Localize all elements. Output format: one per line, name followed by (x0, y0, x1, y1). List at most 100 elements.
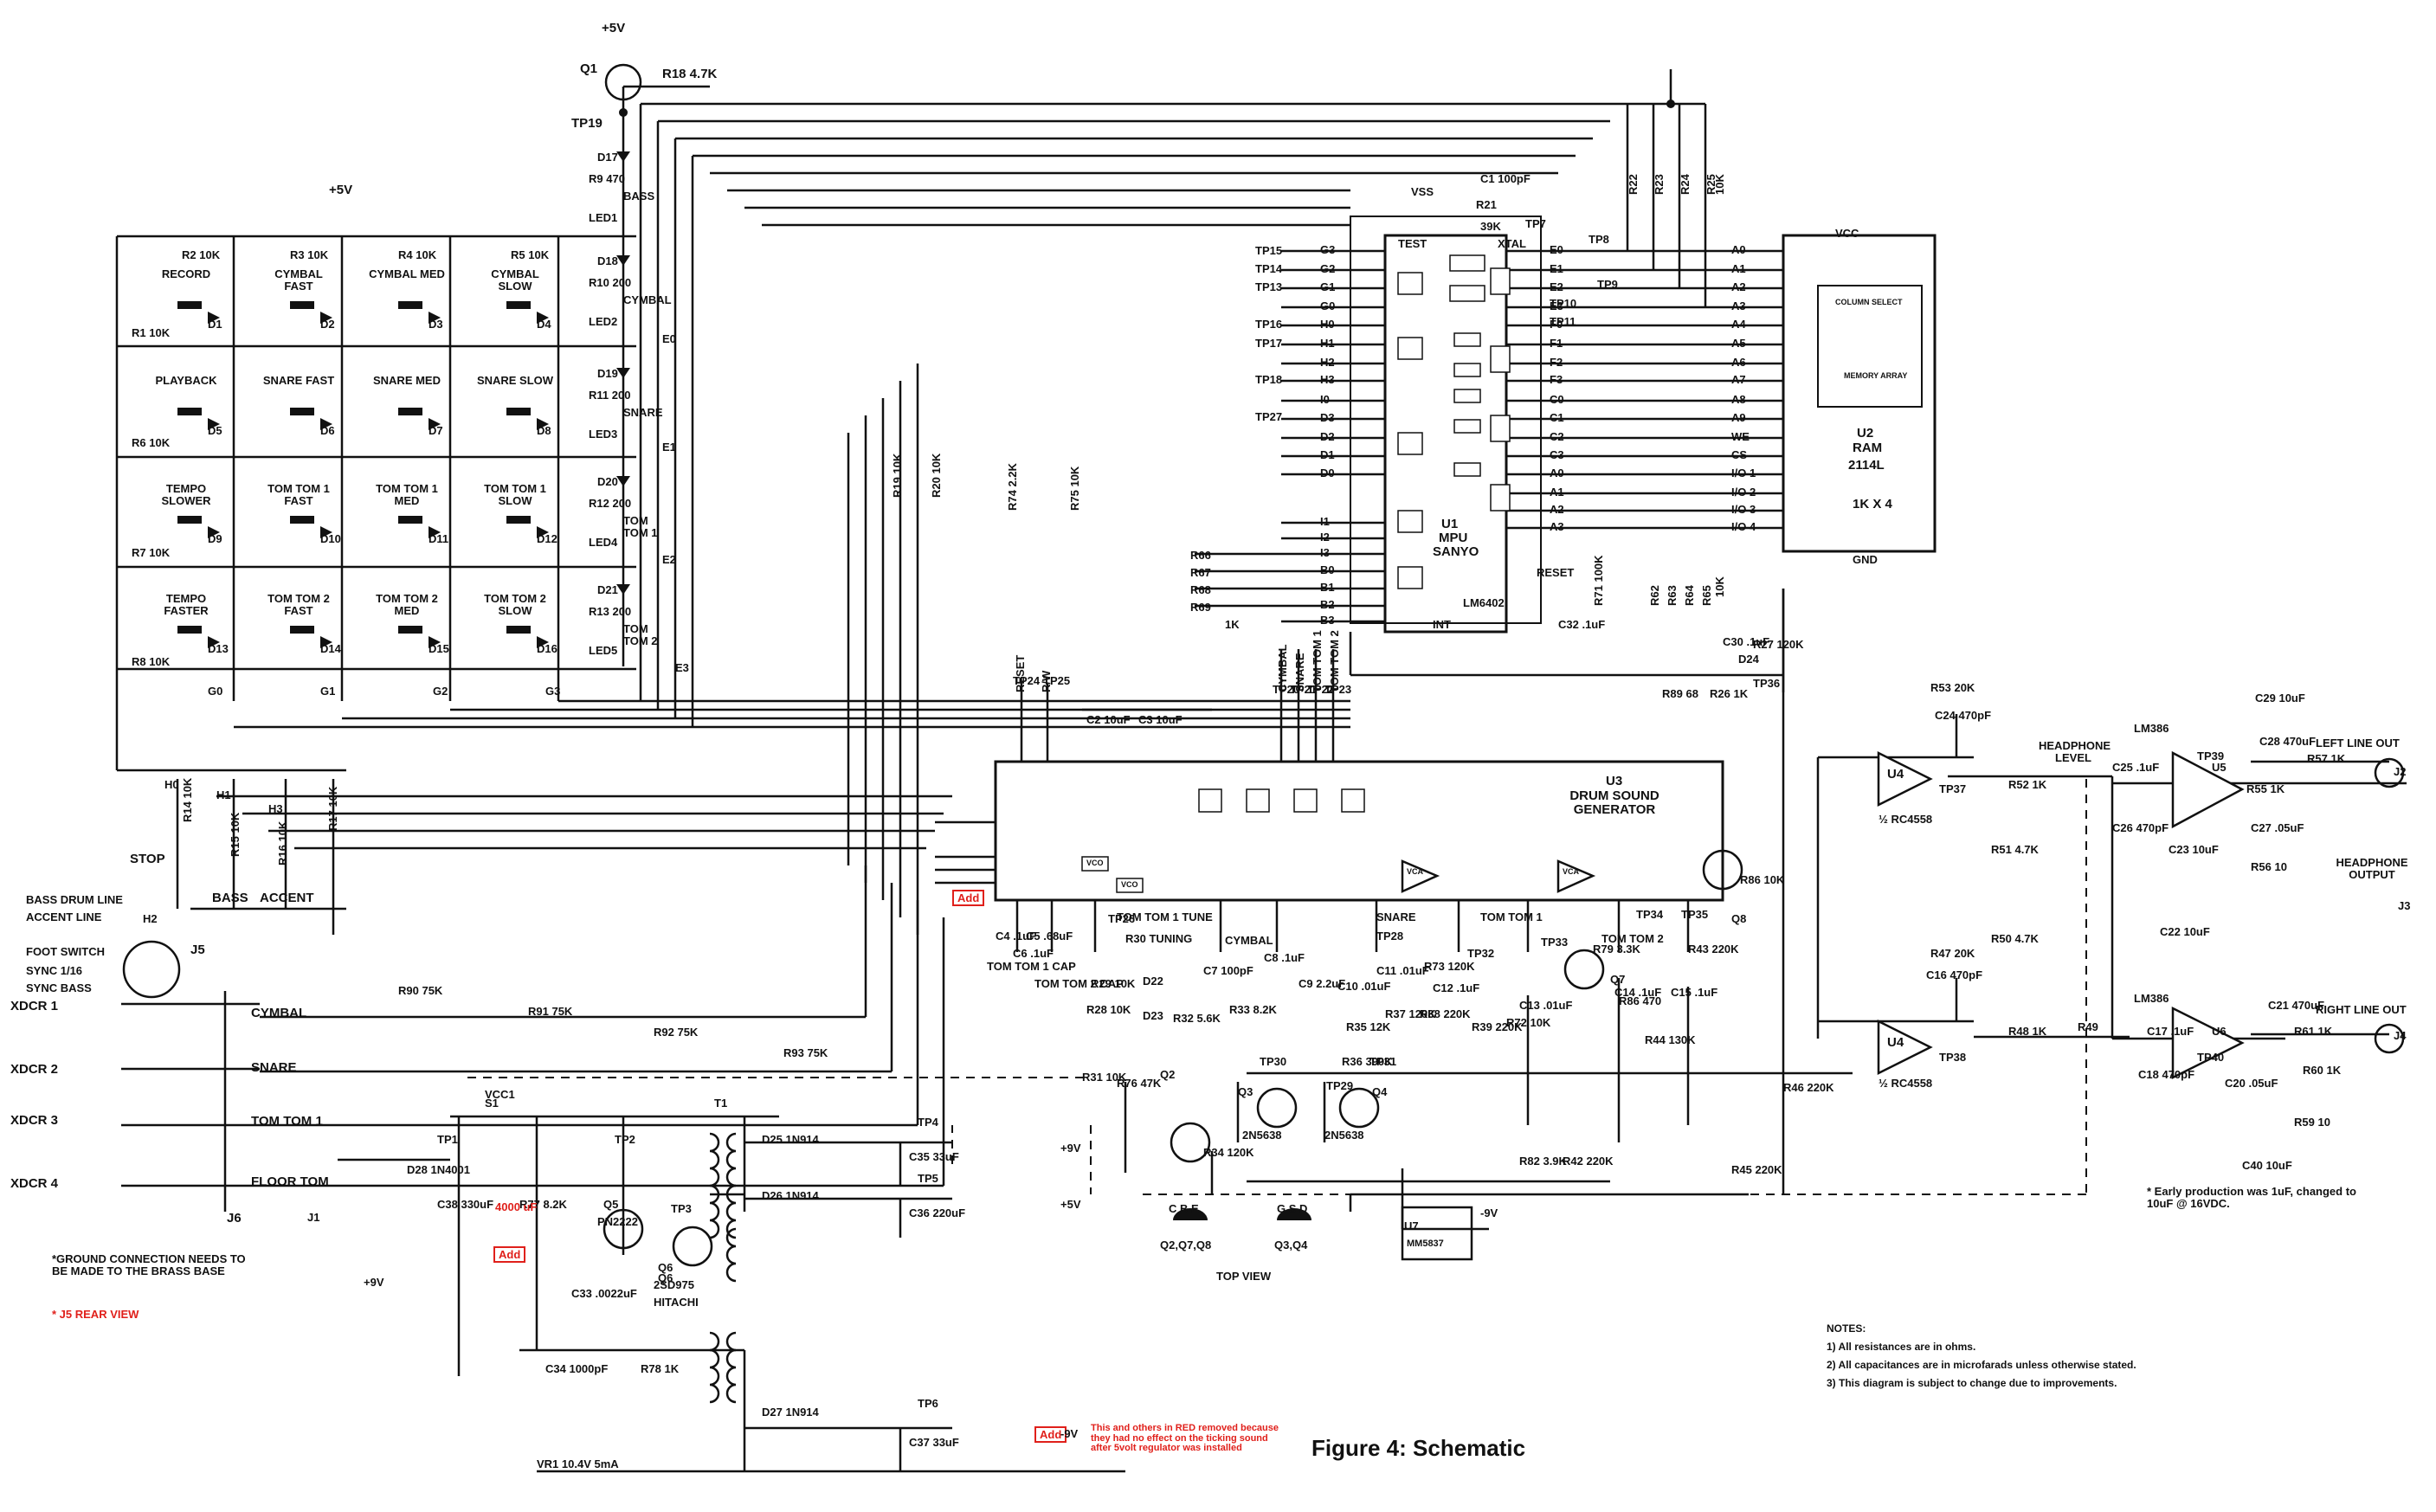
testpoint-tp34: TP34 (1636, 908, 1664, 921)
mpu-pin-left-4: H0 (1320, 318, 1335, 331)
testpoint-tp17: TP17 (1255, 337, 1283, 350)
q4-transistor (1338, 1087, 1380, 1129)
mpu-maker: SANYO (1433, 544, 1479, 559)
ram-pin-6: A6 (1731, 356, 1746, 369)
testpoint-tp27: TP27 (1255, 410, 1283, 423)
testpoint-tp39: TP39 (2197, 750, 2225, 762)
led-diode-2: D19 (597, 367, 618, 380)
mpu-pin-right-13: A1 (1550, 486, 1564, 499)
key-label-0-2: CYMBAL MED (369, 267, 445, 280)
mpu-pin-right-12: A0 (1550, 466, 1564, 479)
u3-part-5: C7 100pF (1203, 964, 1253, 977)
led-name-3: TOM TOM 1 (623, 514, 658, 539)
led-symbol-2 (616, 368, 630, 378)
mpu-pin-left-6: H2 (1320, 356, 1335, 369)
testpoint-tp10: TP10 (1550, 297, 1577, 310)
power-rail-0: +9V (1060, 1142, 1081, 1155)
testpoint-tp9: TP9 (1597, 278, 1618, 291)
diode-symbol-3-0 (208, 636, 220, 648)
output-part-18: R61 1K (2294, 1025, 2333, 1038)
q8-transistor (1702, 849, 1743, 891)
analog-part-13: R42 220K (1563, 1155, 1614, 1168)
j6-label: J6 (227, 1211, 242, 1226)
u3-part-21: R38 220K (1420, 1007, 1471, 1020)
psu-part-3: C38 330uF (437, 1198, 494, 1211)
mpu-pin-right-8: C0 (1550, 393, 1564, 406)
output-part-20: R59 10 (2294, 1116, 2330, 1129)
ram-chip (1782, 234, 1937, 553)
key-label-3-3: TOM TOM 2 SLOW (484, 592, 546, 617)
accent-line: ACCENT LINE (26, 910, 102, 923)
psu-part-19: R78 1K (641, 1362, 680, 1375)
reset-part-6: 10K (1713, 576, 1726, 597)
q3-transistor (1256, 1087, 1298, 1129)
ram-pin-3: A3 (1731, 299, 1746, 312)
testpoint-tp38: TP38 (1939, 1051, 1967, 1064)
drum-line-cymbal: CYMBAL (251, 1006, 307, 1020)
u5-amp (2171, 750, 2245, 829)
stop-switch: STOP (130, 852, 165, 866)
xdcr1: XDCR 1 (10, 999, 59, 1013)
mpu-pin-right-15: A3 (1550, 520, 1564, 533)
u3-block-0: VCO (1086, 859, 1104, 867)
testpoint-tp20: TP20 (1273, 683, 1300, 696)
key-diode-3-1: D14 (320, 642, 341, 655)
ram-name: RAM (1853, 441, 1883, 455)
psu-part-18: C34 1000pF (545, 1362, 609, 1375)
ground-note: *GROUND CONNECTION NEEDS TO BE MADE TO T… (52, 1252, 246, 1277)
output-part-11: R56 10 (2251, 860, 2287, 873)
key-switch-0-1 (290, 301, 314, 309)
psu-part-12: D25 1N914 (762, 1133, 819, 1146)
ram-part: 2114L (1848, 458, 1885, 473)
col-r3: R4 10K (398, 248, 437, 261)
u3-part-9: C11 .01uF (1376, 964, 1429, 977)
sync-bass: SYNC BASS (26, 981, 92, 994)
jack-label-2: HEADPHONE OUTPUT (2336, 856, 2408, 881)
testpoint-tp11: TP11 (1550, 315, 1576, 328)
analog-part-6: 2N5638 (1242, 1129, 1282, 1142)
testpoint-tp5: TP5 (918, 1172, 938, 1185)
psu-part-7: Q6 (658, 1261, 673, 1274)
diode-symbol-3-3 (537, 636, 549, 648)
key-label-3-1: TOM TOM 2 FAST (267, 592, 330, 617)
u3-part-10: C12 .1uF (1433, 981, 1480, 994)
key-label-1-3: SNARE SLOW (476, 374, 554, 387)
power-rail-5: -9V (1480, 1206, 1498, 1219)
testpoint-tp3: TP3 (671, 1202, 692, 1215)
ram-pin-7: A7 (1731, 373, 1746, 386)
led-label-0: LED1 (589, 211, 618, 224)
testpoint-tp31: TP31 (1369, 1055, 1397, 1068)
mpu-pin-right-9: C1 (1550, 411, 1564, 424)
key-switch-0-3 (506, 301, 531, 309)
u3-part-25: R79 3.3K (1593, 943, 1640, 955)
early-production-note: * Early production was 1uF, changed to 1… (2147, 1185, 2356, 1210)
diode-symbol-3-2 (429, 636, 441, 648)
u3-name: DRUM SOUND GENERATOR (1569, 788, 1659, 817)
r16-label: R16 10K (276, 820, 289, 865)
bus-resistor-1: R67 (1190, 566, 1211, 579)
u3-part-20: R37 120K (1385, 1007, 1436, 1020)
ram-array (1817, 285, 1923, 408)
u3-part-4: C6 .1uF (1013, 947, 1054, 960)
r14-label: R14 10K (181, 777, 194, 822)
testpoint-tp13: TP13 (1255, 280, 1283, 293)
led-resistor-2: R11 200 (589, 389, 631, 402)
testpoint-tp22: TP22 (1307, 683, 1335, 696)
ram-pin-4: A4 (1731, 318, 1746, 331)
mpu-pin-right-0: E0 (1550, 243, 1563, 256)
tuning-label-0: TOM TOM 1 TUNE (1117, 910, 1213, 923)
g1-label: G1 (320, 685, 336, 698)
mpu-pin-right-10: C2 (1550, 430, 1564, 443)
output-part-8: C29 10uF (2255, 692, 2305, 705)
key-diode-0-2: D3 (429, 318, 443, 331)
mpu-pin-left-10: D2 (1320, 430, 1335, 443)
pinout-q2: Q2,Q7,Q8 (1160, 1239, 1212, 1251)
shield-outline (467, 779, 2087, 1195)
u4a-label: U4 (1887, 767, 1904, 782)
j5-rear-view-note: * J5 REAR VIEW (52, 1308, 139, 1321)
reset-part-1: R71 100K (1592, 555, 1605, 606)
u3-part-13: C15 .1uF (1671, 986, 1718, 999)
testpoint-tp33: TP33 (1541, 936, 1569, 949)
add-tag-1: Add (952, 890, 985, 906)
mpu-pin-left-11: D1 (1320, 448, 1335, 461)
